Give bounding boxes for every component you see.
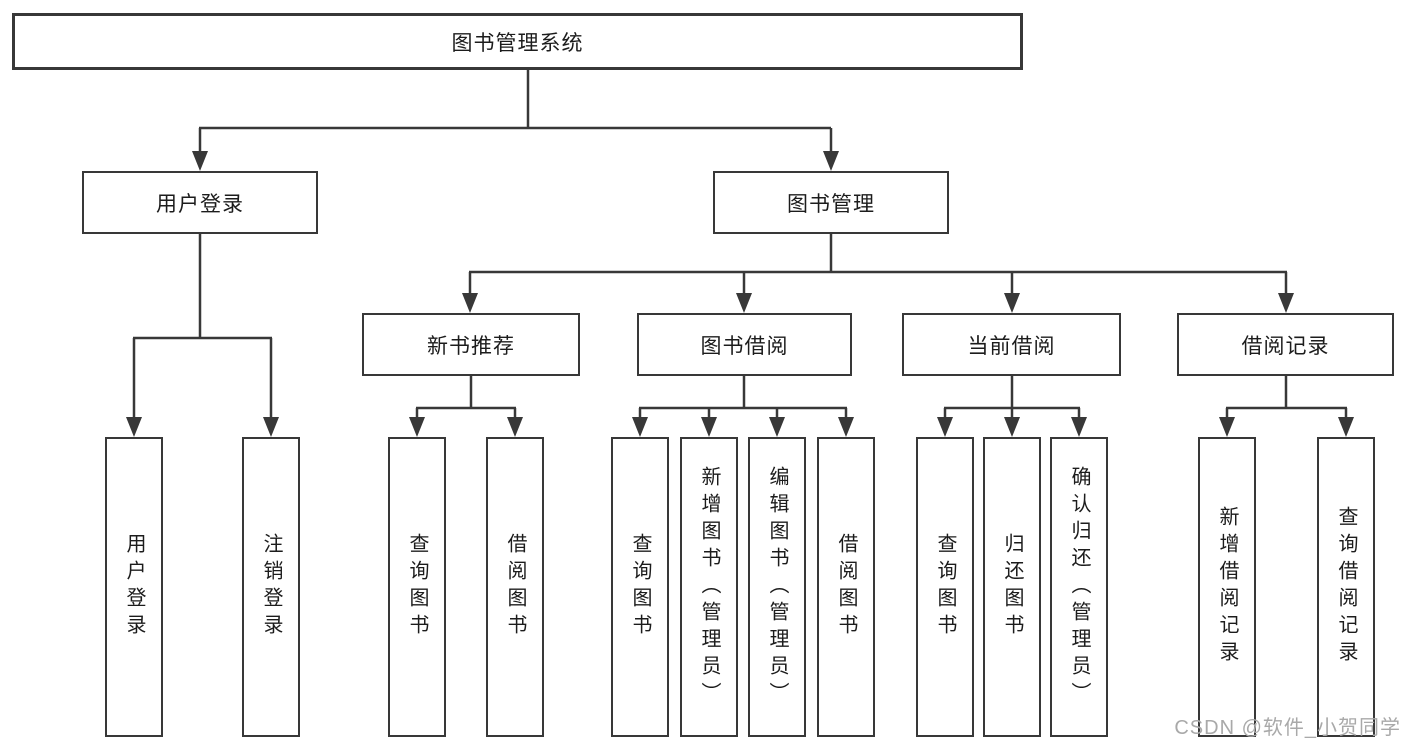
leaf-edit-book-admin: 编辑图书（管理员） — [748, 437, 806, 737]
leaf-query-borrow-record-label: 查询借阅记录 — [1335, 506, 1357, 668]
leaf-borrow-books-recommend: 借阅图书 — [486, 437, 544, 737]
leaf-logout: 注销登录 — [242, 437, 300, 737]
leaf-query-books-recommend-label: 查询图书 — [406, 533, 428, 641]
leaf-logout-label: 注销登录 — [260, 533, 282, 641]
leaf-add-borrow-record-label: 新增借阅记录 — [1216, 506, 1238, 668]
node-current-borrow-label: 当前借阅 — [967, 334, 1056, 358]
leaf-confirm-return-admin: 确认归还（管理员） — [1050, 437, 1108, 737]
leaf-query-books-current: 查询图书 — [916, 437, 974, 737]
leaf-query-books-recommend: 查询图书 — [388, 437, 446, 737]
node-new-book-recommend: 新书推荐 — [362, 313, 580, 376]
leaf-query-books-borrow: 查询图书 — [611, 437, 669, 737]
leaf-query-books-borrow-label: 查询图书 — [629, 533, 651, 641]
node-book-borrow-label: 图书借阅 — [700, 334, 789, 358]
node-borrow-records: 借阅记录 — [1177, 313, 1394, 376]
node-new-book-recommend-label: 新书推荐 — [427, 334, 515, 358]
node-current-borrow: 当前借阅 — [902, 313, 1121, 376]
leaf-borrow-books-label: 借阅图书 — [835, 533, 857, 641]
leaf-user-login: 用户登录 — [105, 437, 163, 737]
leaf-borrow-books: 借阅图书 — [817, 437, 875, 737]
leaf-add-book-admin-label: 新增图书（管理员） — [698, 465, 720, 709]
leaf-query-borrow-record: 查询借阅记录 — [1317, 437, 1375, 737]
leaf-query-books-current-label: 查询图书 — [934, 533, 956, 641]
leaf-confirm-return-admin-label: 确认归还（管理员） — [1068, 465, 1090, 709]
leaf-user-login-label: 用户登录 — [123, 533, 145, 641]
node-book-borrow: 图书借阅 — [637, 313, 852, 376]
node-user-login-branch: 用户登录 — [82, 171, 318, 234]
leaf-add-borrow-record: 新增借阅记录 — [1198, 437, 1256, 737]
arrow-down-icons — [126, 151, 1354, 437]
node-root: 图书管理系统 — [12, 13, 1023, 70]
node-book-management-branch-label: 图书管理 — [787, 192, 875, 216]
leaf-return-book-label: 归还图书 — [1001, 533, 1023, 641]
leaf-return-book: 归还图书 — [983, 437, 1041, 737]
node-borrow-records-label: 借阅记录 — [1241, 334, 1330, 358]
watermark-text: CSDN @软件_小贺同学 — [1174, 717, 1401, 739]
leaf-add-book-admin: 新增图书（管理员） — [680, 437, 738, 737]
node-root-label: 图书管理系统 — [451, 31, 584, 55]
leaf-edit-book-admin-label: 编辑图书（管理员） — [766, 465, 788, 709]
leaf-borrow-books-recommend-label: 借阅图书 — [504, 533, 526, 641]
node-user-login-branch-label: 用户登录 — [156, 192, 244, 216]
node-book-management-branch: 图书管理 — [713, 171, 949, 234]
